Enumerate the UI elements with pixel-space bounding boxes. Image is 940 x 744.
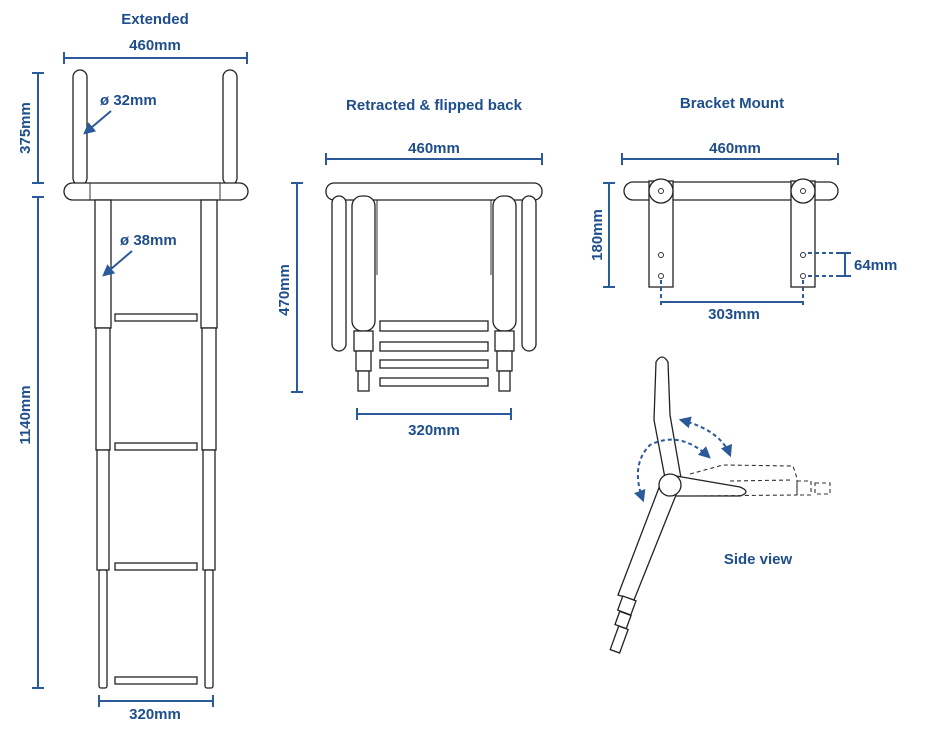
retracted-steps <box>379 320 489 387</box>
bracket-title: Bracket Mount <box>680 95 784 112</box>
side-ladder-leg <box>617 484 679 601</box>
left-handrail <box>72 69 88 186</box>
bracket-crossbar <box>623 181 839 201</box>
upper-tube-diameter-label: ø 32mm <box>100 92 157 109</box>
extended-bottom-width-dimension <box>98 695 214 707</box>
bracket-width-dimension <box>621 153 839 165</box>
pivot-joint <box>658 473 682 497</box>
step <box>114 442 198 451</box>
step <box>114 313 198 322</box>
rotation-arrow-outer <box>678 416 732 458</box>
retracted-bottom-width-dimension <box>356 408 512 420</box>
step <box>379 359 489 369</box>
retracted-bottom-width-label: 320mm <box>408 422 460 439</box>
extended-width-label: 460mm <box>129 37 181 54</box>
lower-tube-arrow <box>102 250 133 277</box>
left-stile <box>94 199 112 689</box>
retracted-height-dimension <box>291 182 303 393</box>
top-crossbar <box>63 182 249 201</box>
extended-upper-height-label: 375mm <box>17 102 34 154</box>
rotation-arrow-inner <box>634 438 711 503</box>
upper-tube-arrow <box>83 110 112 135</box>
ladder-steps <box>114 313 198 685</box>
bracket-spacing-dimension <box>660 280 804 305</box>
retracted-title: Retracted & flipped back <box>346 97 523 114</box>
extended-lower-height-label: 1140mm <box>17 385 34 444</box>
bracket-height-label: 180mm <box>589 209 606 261</box>
right-handrail <box>222 69 238 186</box>
bracket-width-label: 460mm <box>709 140 761 157</box>
extended-title: Extended <box>121 11 189 28</box>
side-view: Side view <box>609 356 831 654</box>
step <box>379 320 489 332</box>
extended-lower-height-dimension <box>32 196 44 689</box>
extended-width-dimension <box>63 52 248 64</box>
side-view-title: Side view <box>724 551 793 568</box>
hole-spacing-dimension <box>808 252 851 277</box>
side-handrail <box>653 356 682 479</box>
retracted-right-handrail <box>521 195 537 352</box>
step <box>379 341 489 352</box>
step <box>114 562 198 571</box>
retracted-view: Retracted & flipped back 460mm 470mm <box>276 97 543 439</box>
side-bracket-arm <box>675 475 747 497</box>
extended-view: Extended 460mm 375mm 1140mm <box>17 11 249 723</box>
hole-spacing-label: 64mm <box>854 257 897 274</box>
retracted-crossbar <box>325 182 543 201</box>
extended-bottom-width-label: 320mm <box>129 706 181 723</box>
retracted-left-handrail <box>331 195 347 352</box>
lower-tube-diameter-label: ø 38mm <box>120 232 177 249</box>
step <box>114 676 198 685</box>
step <box>379 377 489 387</box>
bracket-mount-view: Bracket Mount 460mm 180mm <box>589 95 897 323</box>
bracket-height-dimension <box>603 182 615 288</box>
extended-upper-height-dimension <box>32 72 44 184</box>
bracket-spacing-label: 303mm <box>708 306 760 323</box>
retracted-width-dimension <box>325 153 543 165</box>
retracted-height-label: 470mm <box>276 264 293 316</box>
right-stile <box>200 199 218 689</box>
retracted-width-label: 460mm <box>408 140 460 157</box>
